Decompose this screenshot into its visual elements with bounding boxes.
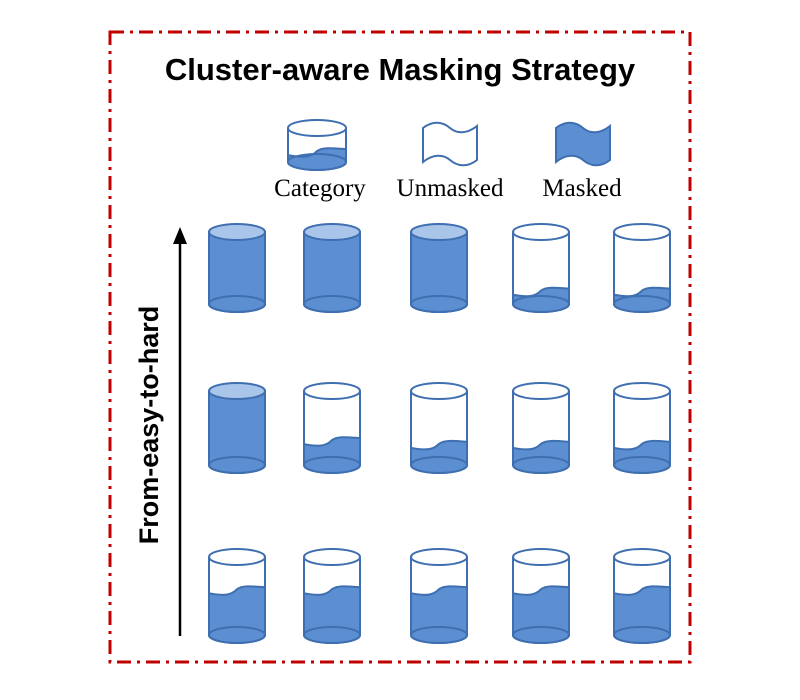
cylinder-r1-c4 bbox=[512, 223, 570, 313]
cylinder-r3-c3 bbox=[410, 548, 468, 644]
cylinder-r2-c1 bbox=[208, 382, 266, 474]
cylinder-r3-c2 bbox=[303, 548, 361, 644]
cylinder-r1-c5 bbox=[613, 223, 671, 313]
cylinder-r1-c3 bbox=[410, 223, 468, 313]
cylinder-r3-c1 bbox=[208, 548, 266, 644]
masked-icon bbox=[555, 121, 611, 167]
cylinder-r1-c1 bbox=[208, 223, 266, 313]
legend bbox=[287, 119, 611, 171]
cylinder-grid bbox=[208, 223, 671, 644]
cylinder-r2-c3 bbox=[410, 382, 468, 474]
cylinder-r2-c5 bbox=[613, 382, 671, 474]
cylinder-r1-c2 bbox=[303, 223, 361, 313]
category-icon bbox=[287, 119, 347, 171]
cylinder-r2-c2 bbox=[303, 382, 361, 474]
legend-label-masked: Masked bbox=[542, 175, 622, 202]
axis-label: From-easy-to-hard bbox=[134, 306, 164, 545]
dashed-border bbox=[108, 30, 692, 664]
cylinder-r3-c5 bbox=[613, 548, 671, 644]
easy-to-hard-arrow-head bbox=[173, 227, 187, 244]
diagram-title: Cluster-aware Masking Strategy bbox=[165, 52, 636, 87]
legend-label-unmasked: Unmasked bbox=[397, 175, 504, 202]
unmasked-icon bbox=[422, 121, 478, 167]
cylinder-r3-c4 bbox=[512, 548, 570, 644]
cylinder-r2-c4 bbox=[512, 382, 570, 474]
legend-label-category: Category bbox=[274, 175, 366, 202]
